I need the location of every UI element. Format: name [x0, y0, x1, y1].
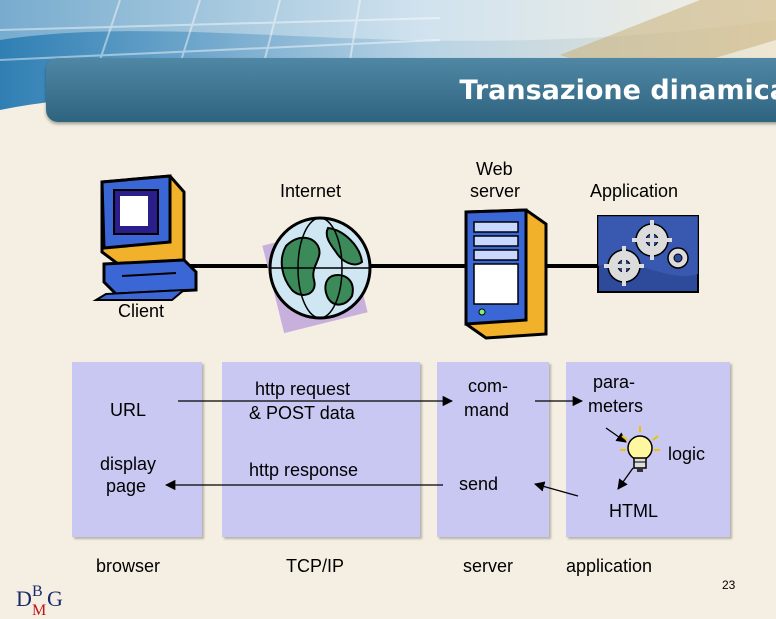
url-label: URL	[110, 400, 147, 420]
logic-label: logic	[668, 444, 706, 464]
browser-caption: browser	[96, 556, 161, 576]
html-label: HTML	[609, 501, 658, 521]
web-server-icon	[464, 208, 548, 340]
application-label: Application	[590, 181, 679, 201]
svg-text:G: G	[47, 586, 63, 611]
command-label-line2: mand	[464, 400, 510, 420]
web-server-label-line2: server	[470, 181, 521, 201]
to-html-arrow	[617, 467, 634, 490]
params-label-line2: meters	[588, 396, 644, 416]
tcp-box	[222, 362, 420, 537]
svg-text:M: M	[32, 602, 46, 616]
svg-text:D: D	[16, 586, 32, 611]
internet-label: Internet	[280, 181, 342, 201]
response-label: http response	[249, 460, 359, 480]
display-label-line2: page	[106, 476, 147, 496]
svg-text:B: B	[32, 583, 43, 600]
page-number: 23	[722, 578, 736, 592]
web-server-label-line1: Web	[476, 159, 513, 179]
client-label: Client	[118, 301, 165, 321]
server-box	[437, 362, 549, 537]
params-label-line1: para-	[593, 372, 636, 392]
dbmg-logo: D B M G	[16, 583, 63, 616]
request-label-line2: & POST data	[249, 403, 355, 423]
gears-icon	[597, 215, 699, 293]
command-label-line1: com-	[468, 376, 508, 396]
html-send-arrow	[533, 481, 579, 497]
server-caption: server	[463, 556, 514, 576]
display-label-line1: display	[100, 454, 157, 474]
tcp-caption: TCP/IP	[286, 556, 345, 576]
application-caption: application	[566, 556, 653, 576]
lightbulb-icon	[620, 426, 660, 472]
send-label: send	[459, 474, 499, 494]
browser-box	[72, 362, 202, 537]
request-label-line1: http request	[255, 379, 351, 399]
client-computer-icon	[92, 174, 198, 301]
to-logic-arrow	[605, 427, 627, 443]
page-title: Transazione dinamica	[459, 75, 776, 106]
title-bar: Transazione dinamica	[46, 58, 776, 122]
globe-icon	[262, 216, 372, 334]
